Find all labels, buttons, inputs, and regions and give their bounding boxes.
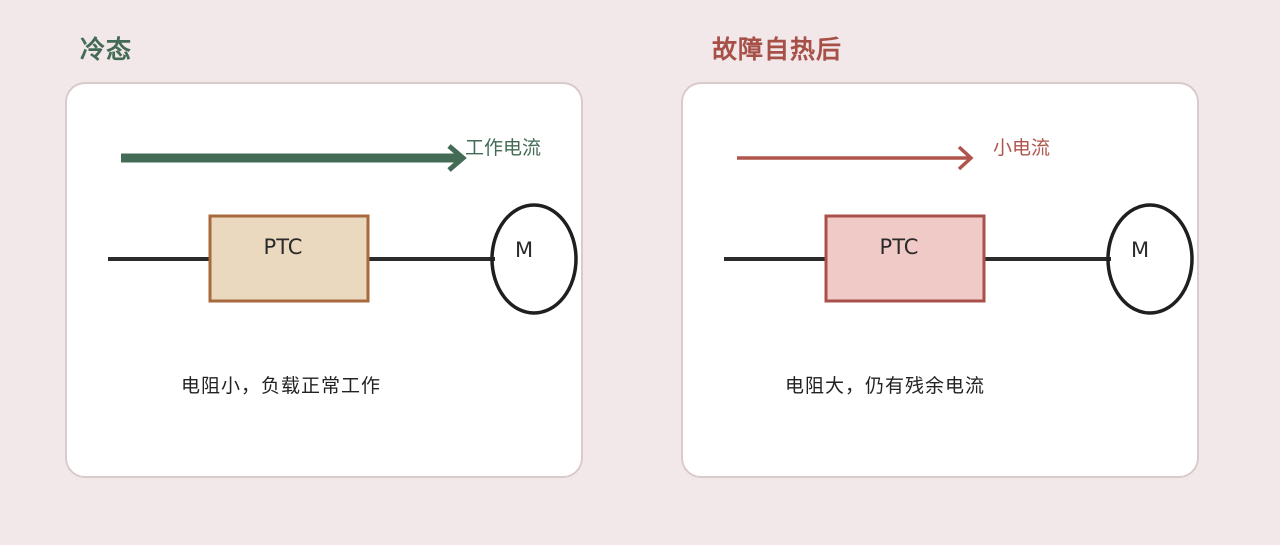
motor-symbol [490, 203, 578, 315]
small-current-label: 小电流 [993, 137, 1050, 159]
small-current-arrowhead [957, 145, 974, 171]
motor-symbol [1106, 203, 1194, 315]
working-current-label: 工作电流 [465, 137, 541, 159]
panel-title-hot: 故障自热后 [712, 35, 843, 64]
ptc-resistor-box [824, 214, 986, 303]
ptc-label: PTC [880, 235, 919, 259]
cold-state-card: 工作电流 PTC M 电阻小，负载正常工作 [65, 82, 583, 478]
ptc-label: PTC [264, 235, 303, 259]
hot-state-card: 小电流 PTC M 电阻大，仍有残余电流 [681, 82, 1199, 478]
motor-label: M [1131, 238, 1149, 262]
hot-state-caption: 电阻大，仍有残余电流 [785, 375, 986, 397]
cold-state-caption: 电阻小，负载正常工作 [181, 375, 382, 397]
motor-label: M [515, 238, 533, 262]
working-current-arrowhead [447, 144, 467, 172]
cold-circuit-diagram: 工作电流 PTC M [108, 137, 578, 315]
ptc-resistor-box [208, 214, 370, 303]
panel-title-cold: 冷态 [80, 35, 133, 64]
hot-circuit-diagram: 小电流 PTC M [724, 137, 1194, 315]
